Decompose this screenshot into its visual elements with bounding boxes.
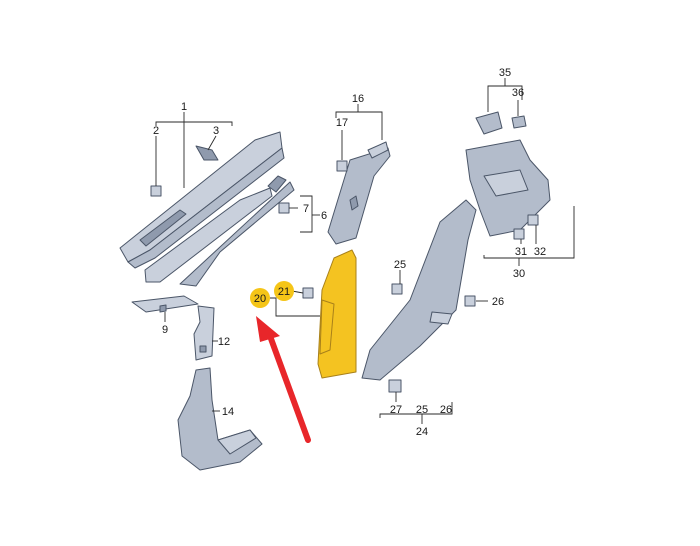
fastener-3 bbox=[195, 145, 219, 161]
highlight-circle-20 bbox=[250, 288, 270, 308]
label-20: 20 bbox=[254, 293, 266, 305]
fastener-25 bbox=[391, 283, 403, 295]
part-lower-a-pillar-trim bbox=[177, 367, 263, 471]
label-25-top: 25 bbox=[394, 259, 406, 271]
label-17: 17 bbox=[336, 117, 348, 129]
part-clip-35 bbox=[475, 111, 503, 135]
part-rear-side-trim bbox=[361, 199, 477, 381]
fastener-32 bbox=[527, 214, 539, 226]
label-30: 30 bbox=[513, 268, 525, 280]
label-3: 3 bbox=[213, 125, 219, 137]
part-number-labels: 1 2 3 7 6 9 12 14 16 17 20 21 25 26 27 2… bbox=[153, 67, 546, 438]
label-25-bottom: 25 bbox=[416, 404, 428, 416]
label-6: 6 bbox=[321, 210, 327, 222]
label-24: 24 bbox=[416, 426, 428, 438]
label-36: 36 bbox=[512, 87, 524, 99]
label-12: 12 bbox=[218, 336, 230, 348]
part-cover-plate bbox=[131, 295, 199, 313]
part-a-pillar-upper-trim bbox=[119, 131, 285, 269]
fastener-17 bbox=[336, 160, 348, 172]
leader-lines bbox=[155, 78, 575, 424]
part-b-pillar-upper-trim bbox=[327, 141, 391, 245]
part-bracket bbox=[193, 305, 215, 361]
label-14: 14 bbox=[222, 406, 234, 418]
fastener-27 bbox=[388, 379, 402, 393]
label-31: 31 bbox=[515, 246, 527, 258]
part-b-pillar-lower-trim-highlighted bbox=[317, 249, 357, 379]
label-9: 9 bbox=[162, 324, 168, 336]
label-35: 35 bbox=[499, 67, 511, 79]
label-32: 32 bbox=[534, 246, 546, 258]
label-26-bottom: 26 bbox=[440, 404, 452, 416]
label-2: 2 bbox=[153, 125, 159, 137]
fastener-26 bbox=[464, 295, 476, 307]
fastener-21 bbox=[302, 287, 314, 299]
label-26-right: 26 bbox=[492, 296, 504, 308]
fastener-2 bbox=[150, 185, 162, 197]
fastener-7 bbox=[278, 202, 290, 214]
part-clip-36 bbox=[511, 115, 527, 129]
fastener-31 bbox=[513, 228, 525, 240]
red-arrow bbox=[256, 316, 311, 443]
label-27: 27 bbox=[390, 404, 402, 416]
part-a-pillar-trim-pair bbox=[144, 175, 295, 287]
label-7: 7 bbox=[303, 203, 309, 215]
label-21: 21 bbox=[278, 286, 290, 298]
part-rear-quarter-trim bbox=[465, 139, 551, 237]
label-16: 16 bbox=[352, 93, 364, 105]
label-1: 1 bbox=[181, 101, 187, 113]
highlight-circle-21 bbox=[274, 281, 294, 301]
